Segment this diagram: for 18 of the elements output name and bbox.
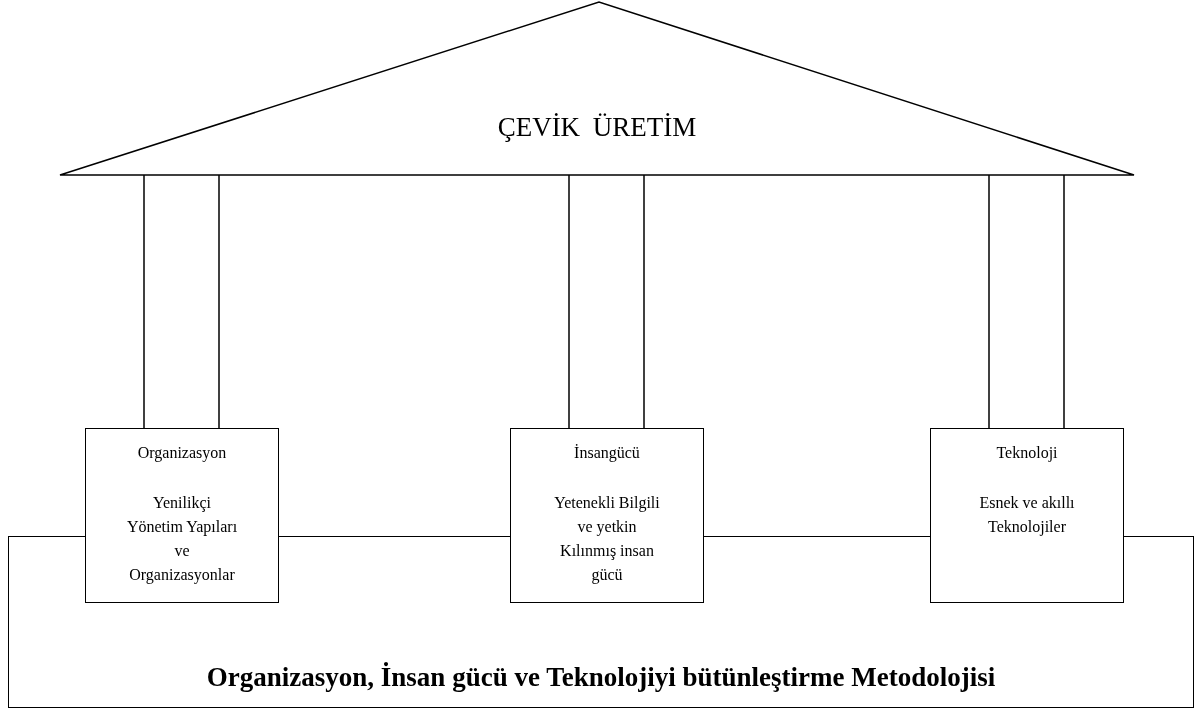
connector-line [218,174,220,429]
pillar-description: Yenilikçi Yönetim Yapıları ve Organizasyonlar [125,493,239,586]
connector-line [568,174,570,429]
connector-line [643,174,645,429]
pillar-description: Yetenekli Bilgili ve yetkin Kılınmış insan gücü [553,493,661,586]
connector-line [1063,174,1065,429]
foundation-band [8,536,1194,708]
pillar-description: Esnek ve akıllı Teknolojiler [978,493,1076,538]
roof-title: ÇEVİK ÜRETİM [496,112,698,143]
connector-line [988,174,990,429]
pillar-box [510,428,704,603]
connector-line [143,174,145,429]
pillar-box [85,428,279,603]
foundation-title: Organizasyon, İnsan gücü ve Teknolojiyi bütünleştirme Metodolojisi [206,662,996,693]
pillar-heading: Organizasyon [137,443,227,464]
pillar-heading: Teknoloji [996,443,1058,464]
pillar-box [930,428,1124,603]
pillar-heading: İnsangücü [574,443,640,464]
